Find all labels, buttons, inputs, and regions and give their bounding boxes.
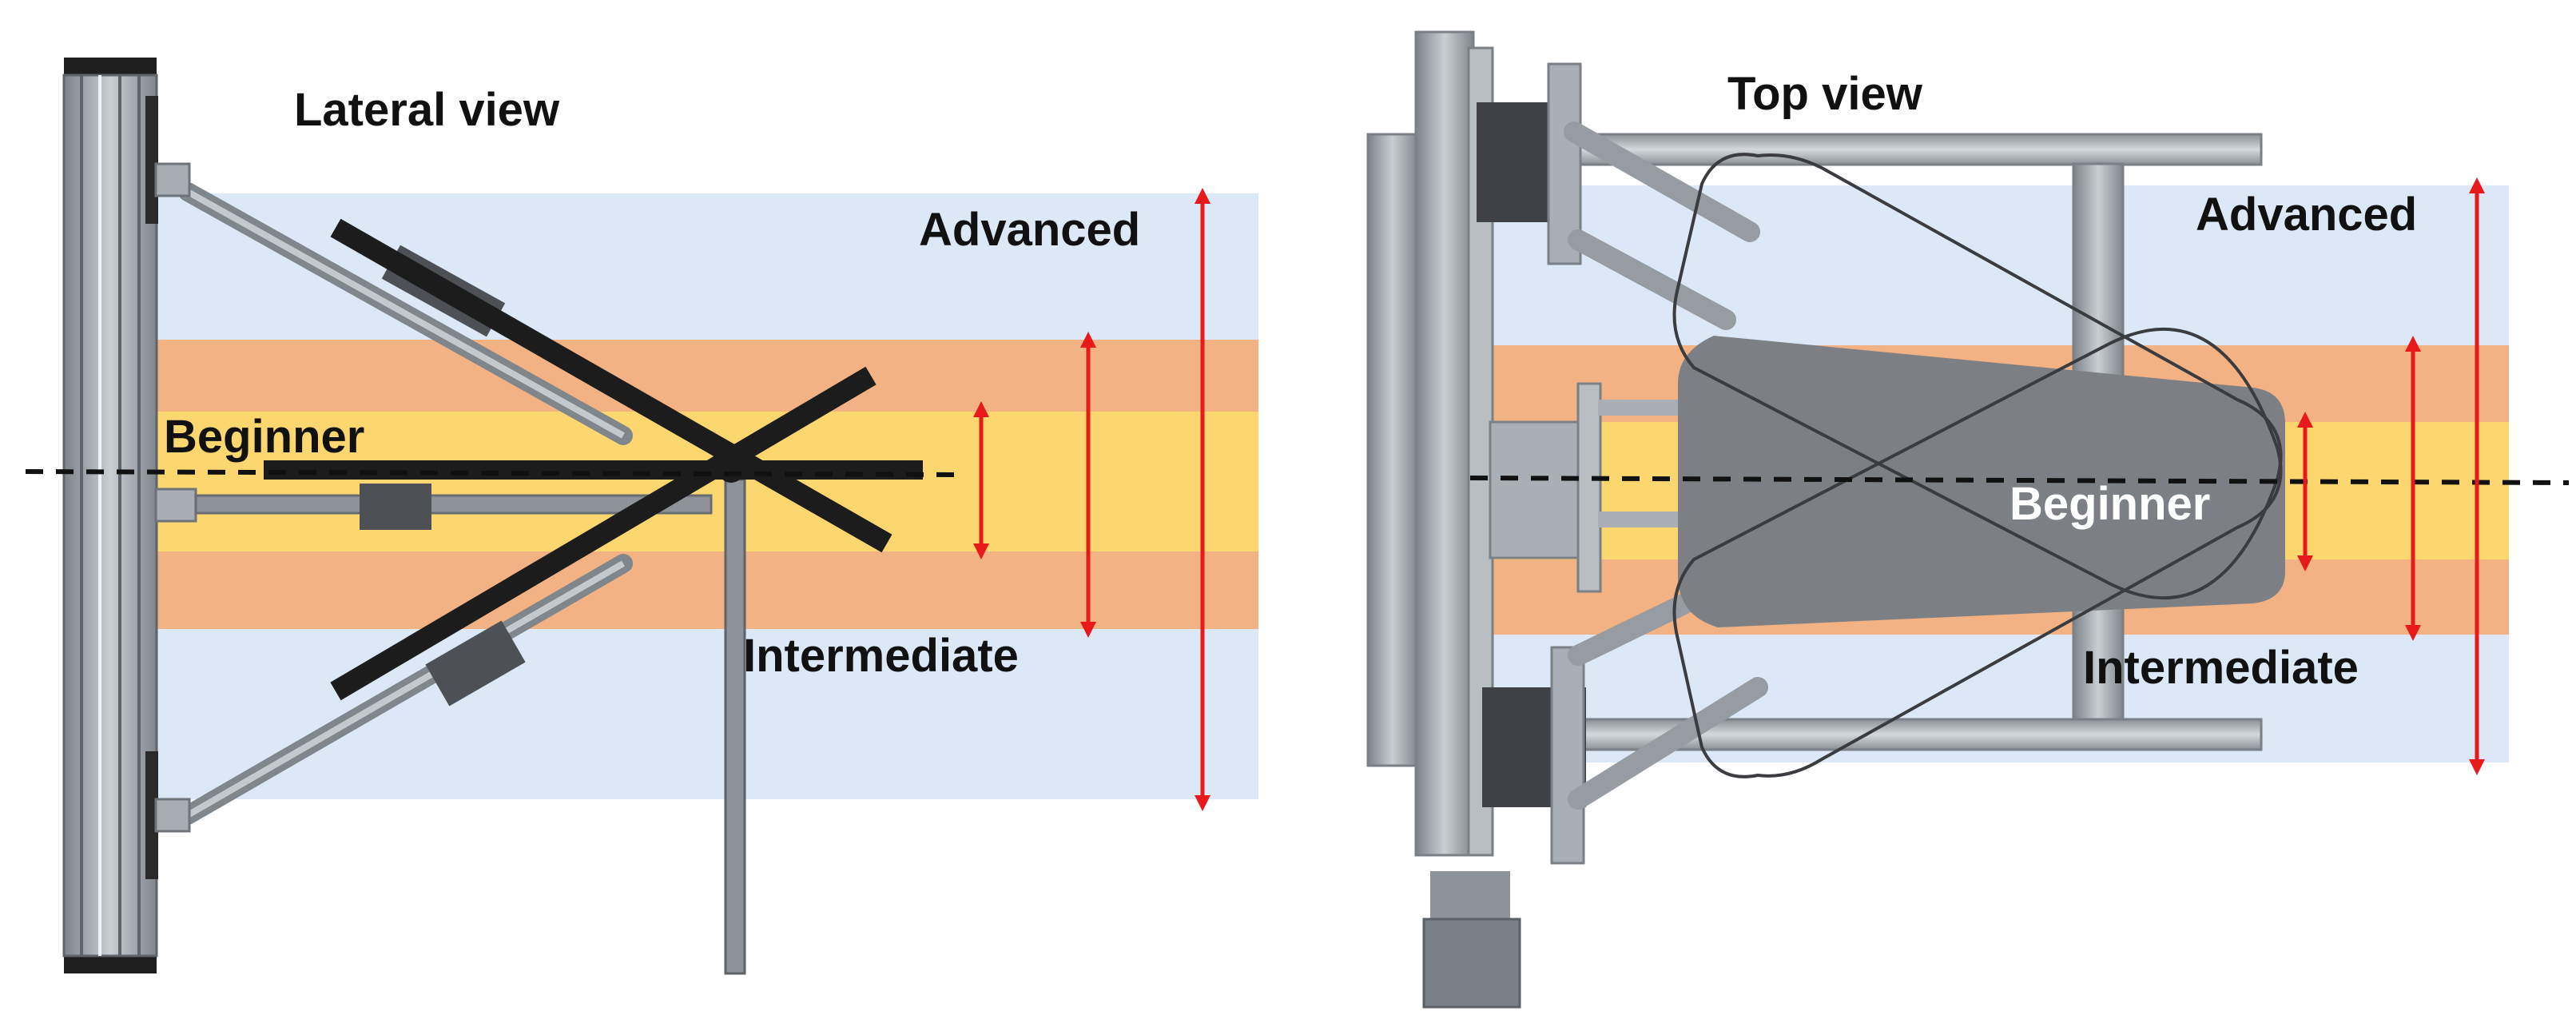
lateral-advanced-label: Advanced: [919, 204, 1140, 256]
top-advanced-label: Advanced: [2196, 189, 2417, 241]
top-platform-seat: [1678, 336, 2285, 627]
top-upper-motor: [1477, 62, 1760, 330]
top-beginner-label: Beginner: [2010, 478, 2210, 530]
top-platform-outlines: [1672, 153, 2283, 778]
lateral-beginner-label: Beginner: [164, 411, 364, 463]
top-vertical-frame: [1366, 30, 1521, 1009]
top-view-title: Top view: [1727, 68, 1923, 120]
lateral-lower-actuator: [154, 554, 633, 833]
top-view-panel: Top view Beginner Intermediate Advanced: [1366, 30, 2570, 1009]
lateral-neutral-axis: [25, 469, 960, 477]
top-neutral-axis: [1469, 476, 2570, 485]
lateral-view-title: Lateral view: [294, 84, 560, 136]
lateral-middle-actuator: [154, 484, 713, 530]
lateral-view-panel: Lateral view Beginner Intermediate Advan…: [25, 58, 1258, 975]
lateral-support-post: [724, 478, 746, 975]
top-middle-carriage: [1489, 382, 1686, 593]
lateral-platform-bars: [264, 218, 923, 701]
lateral-frame-rail: [62, 58, 158, 973]
lateral-intermediate-label: Intermediate: [743, 630, 1019, 682]
top-intermediate-label: Intermediate: [2083, 642, 2359, 694]
